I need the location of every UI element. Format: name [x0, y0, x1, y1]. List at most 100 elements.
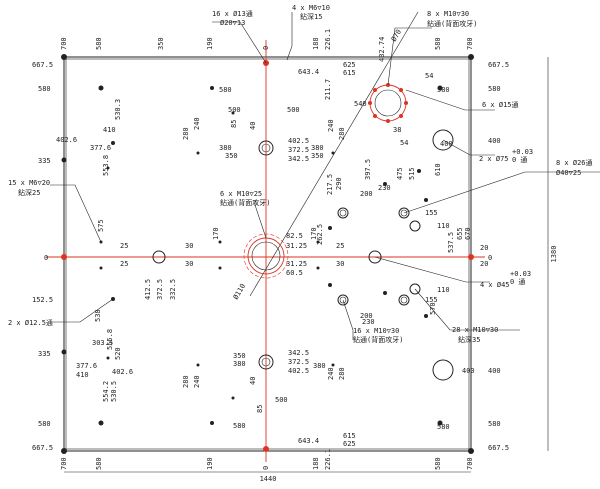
- note-15xM6-depth: 鉆深25: [18, 188, 40, 197]
- dim-40-top: 40: [249, 122, 257, 130]
- dim-350-top-left: 350: [225, 152, 238, 160]
- dim-280-bottom: 280: [182, 375, 190, 388]
- dim-475: 475: [396, 167, 404, 180]
- misc-dimensions: 643.4 625 615 540 211.7 432.74 402.5 372…: [56, 37, 488, 448]
- dim-240-right-top: 240: [327, 119, 335, 132]
- note-15xM6: 15 x M6▽20: [8, 179, 50, 187]
- note-phi110: Ø110: [232, 282, 247, 301]
- dim-30-left-a: 30: [185, 242, 193, 250]
- right-label-667-bottom: 667.5: [488, 444, 509, 452]
- dim-54-a: 54: [400, 139, 408, 147]
- left-label-0: 0: [44, 254, 48, 262]
- dim-31-25-b: 31.25: [286, 260, 307, 268]
- dim-85-top: 85: [230, 120, 238, 128]
- dim-575: 575: [97, 219, 105, 232]
- right-label-400-bottom: 400: [488, 367, 501, 375]
- dim-342-bottom: 342.5: [288, 349, 309, 357]
- dim-380-top-right: 380: [311, 144, 324, 152]
- dim-240-right-bottom: 240: [327, 367, 335, 380]
- dim-643-top: 643.4: [298, 68, 319, 76]
- note-8x26-cb: Ø40▽25: [556, 169, 581, 177]
- dim-402-6-bottom: 402.6: [112, 368, 133, 376]
- left-label-580-bottom: 580: [38, 420, 51, 428]
- note-6xM10-desc: 鉆通(背面攻牙): [220, 198, 270, 207]
- dim-20-b: 20: [480, 260, 488, 268]
- left-label-667-bottom: 667.5: [32, 444, 53, 452]
- dim-410-bottom: 410: [76, 371, 89, 379]
- note-16xM10-desc: 鉆通(背面攻牙): [353, 335, 403, 344]
- right-label-400-top: 400: [488, 137, 501, 145]
- note-8x26: 8 x Ø26通: [556, 158, 593, 167]
- dim-230-top: 230: [378, 184, 391, 192]
- dim-530: 530.3: [114, 99, 122, 120]
- dim-240-top: 240: [193, 117, 201, 130]
- dim-538: 538: [94, 309, 102, 322]
- dim-530-bottom: 530.5: [110, 381, 118, 402]
- dim-200-bottom: 200: [360, 312, 373, 320]
- right-label-667-top: 667.5: [488, 61, 509, 69]
- note-2x75: 2 x Ø75: [479, 155, 509, 163]
- dim-372-bottom: 372.5: [288, 358, 309, 366]
- bottom-label-188: 188: [312, 457, 320, 470]
- left-edge-labels: 667.5 580 335 0 152.5 335 580 667.5: [32, 61, 53, 452]
- dim-540: 540: [354, 100, 367, 108]
- dim-500-top-right: 500: [287, 106, 300, 114]
- plate-outline: [63, 56, 472, 452]
- dim-262: 262.5: [316, 224, 324, 245]
- bottom-label-0: 0: [262, 466, 270, 470]
- note-16xM10: 16 x M10▽30: [353, 327, 399, 335]
- dim-155-bottom: 155: [425, 296, 438, 304]
- dim-402-bottom: 402.5: [288, 367, 309, 375]
- note-6x15: 6 x Ø15通: [482, 100, 519, 109]
- dim-110-top: 110: [437, 222, 450, 230]
- right-label-580-bottom: 580: [488, 420, 501, 428]
- left-hole: [152, 250, 166, 264]
- note-2x75-through: 0 通: [512, 155, 527, 164]
- right-edge-labels: 667.5 580 400 0 400 580 667.5: [488, 61, 509, 452]
- dim-402-6-top: 402.6: [56, 136, 77, 144]
- dim-30-left-b: 30: [185, 260, 193, 268]
- dim-25-right-a: 25: [336, 242, 344, 250]
- dim-280-right-top: 280: [338, 127, 346, 140]
- dim-155-top: 155: [425, 209, 438, 217]
- dim-85-bottom: 85: [256, 405, 264, 413]
- dim-30-right: 30: [336, 260, 344, 268]
- dim-170-left: 170: [212, 227, 220, 240]
- dim-290: 290: [335, 177, 343, 190]
- note-4xM6-depth: 鉆深15: [300, 12, 322, 21]
- dim-240-bottom: 240: [193, 375, 201, 388]
- note-2x12: 2 x Ø12.5通: [8, 318, 53, 327]
- dim-40-bottom: 40: [249, 377, 257, 385]
- dim-580-right-inner-b: 580: [437, 423, 450, 431]
- dim-537: 537.5: [447, 232, 455, 253]
- dim-625-bottom: 625: [343, 440, 356, 448]
- top-edge-labels: 700 580 350 190 0 188 226.1 580 700: [60, 29, 474, 50]
- bottom-label-580-right: 580: [434, 457, 442, 470]
- hole-75-upper: [432, 129, 454, 151]
- top-label-226: 226.1: [324, 29, 332, 50]
- top-label-580-left: 580: [95, 37, 103, 50]
- dim-643-bottom: 643.4: [298, 437, 319, 445]
- dim-625-top: 625: [343, 61, 356, 69]
- bottom-label-700-right: 700: [466, 457, 474, 470]
- dim-54-b: 54: [425, 72, 433, 80]
- dim-580-bottom-inner: 580: [233, 422, 246, 430]
- dim-410-top: 410: [103, 126, 116, 134]
- hole-75-lower: [432, 359, 454, 381]
- left-label-335-bottom: 335: [38, 350, 51, 358]
- dim-25-left-a: 25: [120, 242, 128, 250]
- leaders: [50, 12, 600, 340]
- dim-610: 610: [434, 163, 442, 176]
- left-label-335-top: 335: [38, 157, 51, 165]
- dim-31-25-a: 31.25: [286, 242, 307, 250]
- top-label-0: 0: [262, 46, 270, 50]
- dim-60-5: 60.5: [286, 269, 303, 277]
- dim-500-top: 500: [228, 106, 241, 114]
- dim-230-bottom: 230: [362, 318, 375, 326]
- note-6xM10: 6 x M10▽25: [220, 190, 262, 198]
- dim-380-top-left: 380: [219, 144, 232, 152]
- dim-520: 520: [114, 347, 122, 360]
- dim-332: 332.5: [169, 279, 177, 300]
- right-hole: [368, 250, 382, 264]
